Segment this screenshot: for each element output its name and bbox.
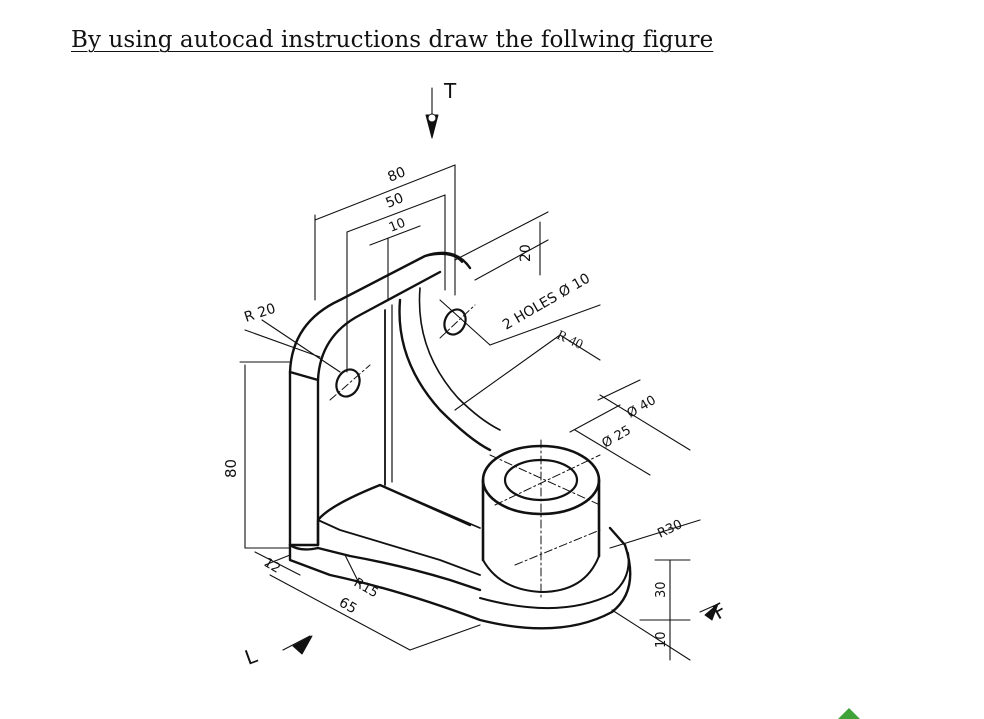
view-arrows — [292, 113, 719, 655]
view-label-left: L — [242, 643, 261, 670]
document-title: By using autocad instructions draw the f… — [71, 27, 714, 53]
dim-height: 80 — [222, 459, 240, 478]
back-plate — [288, 251, 472, 547]
view-label-top: T — [443, 79, 457, 103]
dim-upper-radius: R 20 — [242, 301, 277, 326]
dim-boss-outer: Ø 40 — [625, 393, 659, 421]
base-plate — [288, 483, 632, 630]
dim-boss-inner: Ø 25 — [600, 423, 634, 451]
dim-inner-width: 50 — [384, 190, 407, 212]
dim-overall-width: 80 — [386, 164, 409, 186]
dim-base-radius: R30 — [655, 517, 685, 541]
dim-bend-radius: R 40 — [554, 328, 585, 353]
mounting-holes — [335, 308, 467, 398]
dim-base-thickness: 10 — [654, 631, 669, 648]
dim-small-width: 10 — [387, 216, 408, 236]
dimension-lines — [239, 87, 719, 661]
dim-fillet-radius: R15 — [351, 575, 381, 601]
dim-top-offset: 20 — [518, 244, 534, 262]
curved-gusset — [384, 287, 501, 486]
dim-thickness: 12 — [261, 555, 283, 576]
dim-boss-height: 30 — [654, 581, 669, 598]
corner-triangle-icon — [838, 708, 860, 719]
centre-lines — [329, 304, 601, 601]
dim-base-length: 65 — [336, 595, 359, 618]
